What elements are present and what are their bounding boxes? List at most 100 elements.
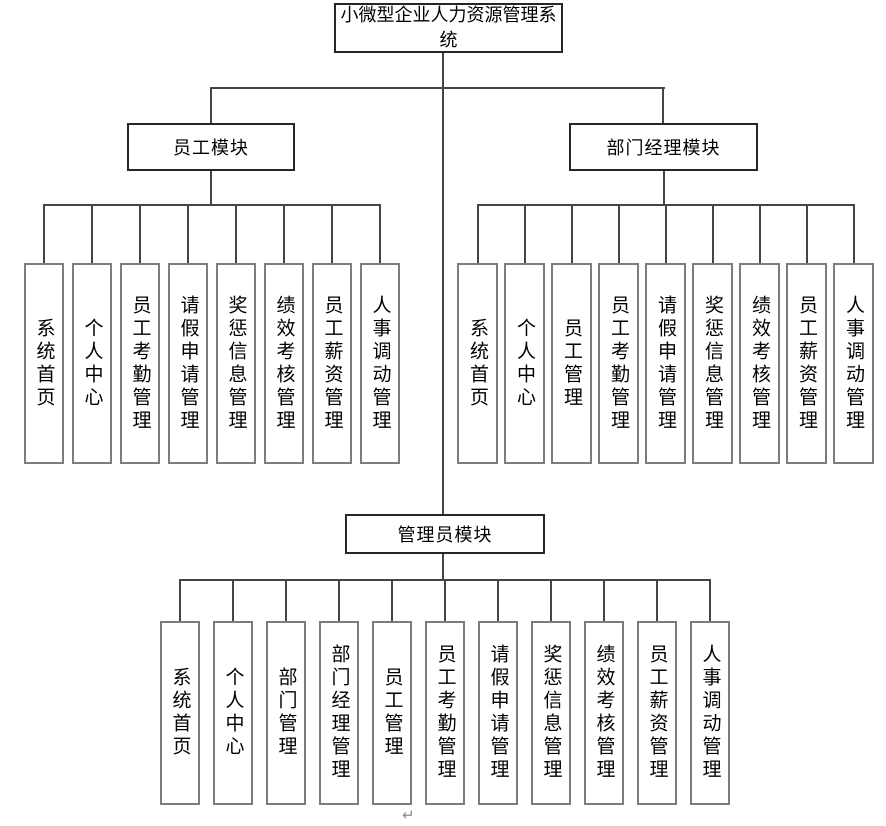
leaf-node-label: 部门管理 [275,667,297,759]
leaf-node: 员工考勤管理 [120,263,160,464]
leaf-node-label: 请假申请管理 [487,644,509,782]
module-node-employee-label: 员工模块 [173,138,249,158]
connector-child-stub [711,204,714,263]
leaf-node-label: 系统首页 [33,317,55,410]
leaf-node: 个人中心 [72,263,112,464]
connector-child-stub [139,204,141,263]
leaf-node-label: 员工管理 [381,667,403,759]
leaf-node: 绩效考核管理 [264,263,304,464]
leaf-node-label: 员工考勤管理 [434,644,456,782]
connector-child-stub [187,204,189,263]
module-node-dept-manager: 部门经理模块 [569,123,758,171]
leaf-node: 系统首页 [160,621,200,805]
connector-child-stub [43,204,45,263]
leaf-node-label: 请假申请管理 [177,294,199,433]
connector-child-stub [232,579,234,621]
leaf-node-label: 请假申请管理 [655,294,676,433]
connector-child-stub [523,204,526,263]
leaf-node: 请假申请管理 [168,263,208,464]
leaf-node-label: 员工考勤管理 [129,294,151,433]
leaf-node: 员工考勤管理 [598,263,639,464]
leaf-node: 部门管理 [266,621,306,805]
module-node-admin: 管理员模块 [345,514,545,554]
connector-child-stub [550,579,552,621]
leaf-node: 请假申请管理 [478,621,518,805]
connector-child-stub [570,204,573,263]
connector-child-stub [283,204,285,263]
connector-stub-dept-manager-module [662,87,664,123]
leaf-node-label: 奖惩信息管理 [540,644,562,782]
leaf-node: 部门经理管理 [319,621,359,805]
root-node-label: 小微型企业人力资源管理系统 [340,5,557,50]
leaf-node-label: 人事调动管理 [699,644,721,782]
connector-parent-stub [442,554,444,579]
connector-child-stub [338,579,340,621]
leaf-node-label: 奖惩信息管理 [225,294,247,433]
leaf-node-label: 员工薪资管理 [321,294,343,433]
connector-bus [43,204,381,206]
connector-child-stub [331,204,333,263]
leaf-node-label: 系统首页 [467,317,488,410]
connector-child-stub [379,204,381,263]
connector-child-stub [603,579,605,621]
leaf-node-label: 个人中心 [222,667,244,759]
leaf-node: 系统首页 [457,263,498,464]
connector-parent-stub [210,171,212,204]
leaf-node: 奖惩信息管理 [531,621,571,805]
leaf-node: 个人中心 [504,263,545,464]
leaf-node-label: 人事调动管理 [843,294,864,433]
leaf-node-label: 员工管理 [561,317,582,410]
connector-child-stub [656,579,658,621]
leaf-node: 员工薪资管理 [312,263,352,464]
module-node-dept-manager-label: 部门经理模块 [606,138,721,158]
leaf-node: 人事调动管理 [690,621,730,805]
leaf-node-label: 员工薪资管理 [646,644,668,782]
leaf-node: 员工管理 [551,263,592,464]
leaf-node: 绩效考核管理 [584,621,624,805]
connector-child-stub [852,204,855,263]
connector-child-stub [758,204,761,263]
connector-child-stub [179,579,181,621]
connector-top-bus [210,87,665,89]
leaf-node-label: 绩效考核管理 [749,294,770,433]
connector-child-stub [617,204,620,263]
connector-child-stub [709,579,711,621]
leaf-node: 人事调动管理 [360,263,400,464]
leaf-node: 奖惩信息管理 [692,263,733,464]
module-node-admin-label: 管理员模块 [397,525,493,545]
leaf-node-label: 绩效考核管理 [593,644,615,782]
leaf-node: 员工管理 [372,621,412,805]
connector-trunk [442,53,444,514]
leaf-node-label: 个人中心 [81,317,103,410]
connector-parent-stub [662,171,665,204]
connector-child-stub [476,204,479,263]
leaf-node-label: 员工薪资管理 [796,294,817,433]
leaf-node: 个人中心 [213,621,253,805]
leaf-node-label: 员工考勤管理 [608,294,629,433]
connector-child-stub [444,579,446,621]
leaf-node: 绩效考核管理 [739,263,780,464]
leaf-node-label: 系统首页 [169,667,191,759]
connector-child-stub [664,204,667,263]
leaf-node-label: 人事调动管理 [369,294,391,433]
connector-child-stub [235,204,237,263]
leaf-node: 请假申请管理 [645,263,686,464]
leaf-node: 人事调动管理 [833,263,874,464]
leaf-node: 系统首页 [24,263,64,464]
connector-child-stub [91,204,93,263]
leaf-node-label: 部门经理管理 [328,644,350,782]
leaf-node: 员工考勤管理 [425,621,465,805]
connector-child-stub [285,579,287,621]
connector-child-stub [497,579,499,621]
connector-stub-employee-module [210,87,212,123]
connector-child-stub [391,579,393,621]
leaf-node-label: 个人中心 [514,317,535,410]
root-node: 小微型企业人力资源管理系统 [334,3,563,53]
leaf-node: 员工薪资管理 [786,263,827,464]
module-node-employee: 员工模块 [127,123,295,171]
leaf-node: 奖惩信息管理 [216,263,256,464]
connector-child-stub [805,204,808,263]
leaf-node-label: 绩效考核管理 [273,294,295,433]
leaf-node: 员工薪资管理 [637,621,677,805]
